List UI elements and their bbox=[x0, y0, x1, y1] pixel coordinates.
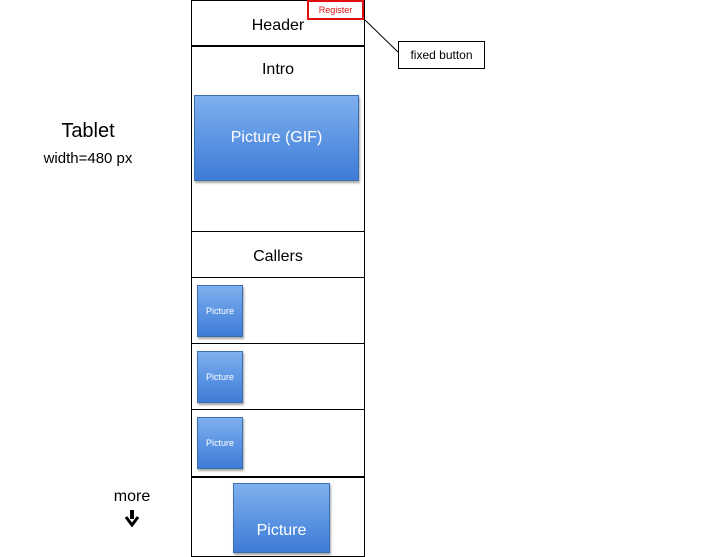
intro-label: Intro bbox=[261, 61, 294, 78]
caller-picture: Picture bbox=[197, 351, 243, 403]
down-arrow-icon bbox=[124, 509, 140, 528]
bottom-picture: Picture bbox=[233, 483, 330, 553]
intro-picture: Picture (GIF) bbox=[194, 95, 359, 181]
caller-picture: Picture bbox=[197, 417, 243, 469]
header-label: Header bbox=[251, 17, 305, 34]
register-button[interactable]: Register bbox=[307, 0, 364, 20]
callout-label: fixed button bbox=[410, 48, 473, 62]
device-width-label: width=480 px bbox=[43, 150, 133, 167]
more-label: more bbox=[113, 488, 151, 505]
caller-picture: Picture bbox=[197, 285, 243, 337]
callout-box: fixed button bbox=[398, 41, 485, 69]
callers-section: Callers bbox=[191, 231, 365, 278]
device-title: Tablet bbox=[61, 120, 115, 142]
callers-label: Callers bbox=[253, 248, 303, 265]
